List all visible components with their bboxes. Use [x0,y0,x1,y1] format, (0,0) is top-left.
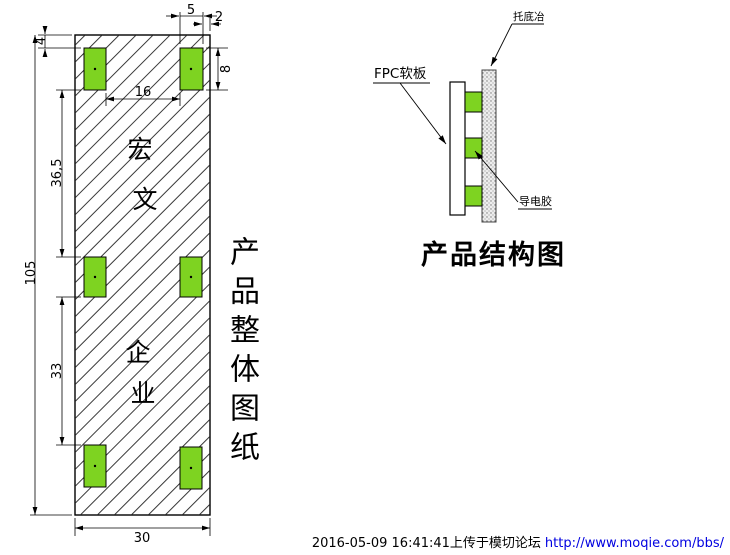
dim-top-pad-width: 5 [187,3,195,18]
dimension-lines [32,13,221,531]
conductive-label: 导电胶 [519,194,552,208]
footer-timestamp: 2016-05-09 16:41:41上传于模切论坛 [311,536,541,551]
dim-right-margin: 2 [215,10,223,25]
dim-total-height: 105 [24,261,39,286]
dim-total-width: 30 [134,531,151,546]
watermark-char-4: 业 [130,379,155,408]
adhesive-pads [464,91,483,207]
watermark-char-3: 企 [125,338,150,367]
watermark-char-1: 宏 [127,135,152,164]
watermark-char-2: 文 [132,185,157,214]
structure-diagram: FPC软板 托底冶 导电胶 [373,10,552,223]
structure-caption: 产品结构图 [421,240,566,271]
fpc-label: FPC软板 [374,66,427,82]
adhesive-pad-mid [464,137,483,159]
part-watermark: 宏 文 企 业 [125,135,157,408]
overall-part-drawing: 5 2 4 8 16 36,5 105 33 30 宏 文 企 业 [24,3,234,546]
dim-pad-gap: 16 [135,85,152,100]
backing-strip [481,69,497,223]
dim-pad-height: 8 [219,65,234,73]
backing-label: 托底冶 [513,10,545,23]
adhesive-pad-top [464,91,483,113]
dim-upper-span: 36,5 [50,159,65,188]
adhesive-pad-bot [464,185,483,207]
vertical-caption: 产品整体图纸 [224,236,259,470]
dim-lower-span: 33 [50,363,65,380]
leader-lines [373,23,552,210]
footer-url-link[interactable]: http://www.moqie.com/bbs/ [544,536,724,551]
fpc-strip [449,81,466,216]
dim-top-margin: 4 [34,37,49,45]
pad-center-marks [93,67,193,470]
